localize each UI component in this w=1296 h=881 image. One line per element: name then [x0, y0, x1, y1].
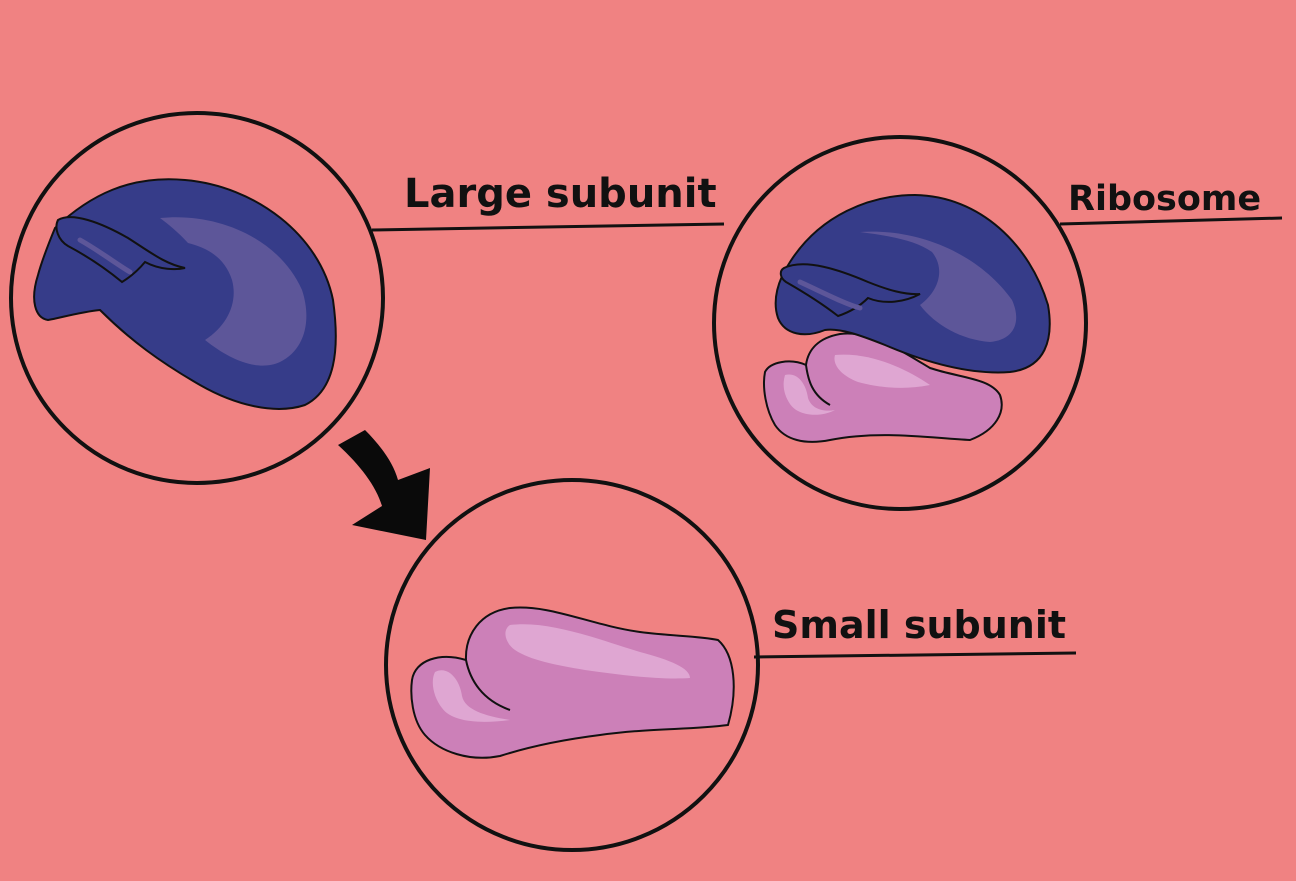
ribosome-label: Ribosome — [1068, 179, 1262, 219]
small-subunit-label: Small subunit — [772, 603, 1067, 647]
ribosome-circle — [712, 135, 1088, 511]
large-subunit-leader-line — [371, 222, 725, 232]
small-subunit-shape — [410, 606, 735, 759]
arrow — [338, 430, 430, 540]
large-subunit-label: Large subunit — [404, 171, 717, 217]
ribosome-small-subunit-shape — [763, 332, 1003, 443]
small-subunit-leader-line — [753, 651, 1077, 659]
ribosome-large-subunit-shape — [774, 193, 1051, 374]
large-subunit-circle — [9, 111, 385, 485]
large-subunit-shape — [33, 178, 337, 410]
ribosome-leader-line — [1059, 216, 1283, 226]
small-subunit-circle — [384, 478, 760, 852]
